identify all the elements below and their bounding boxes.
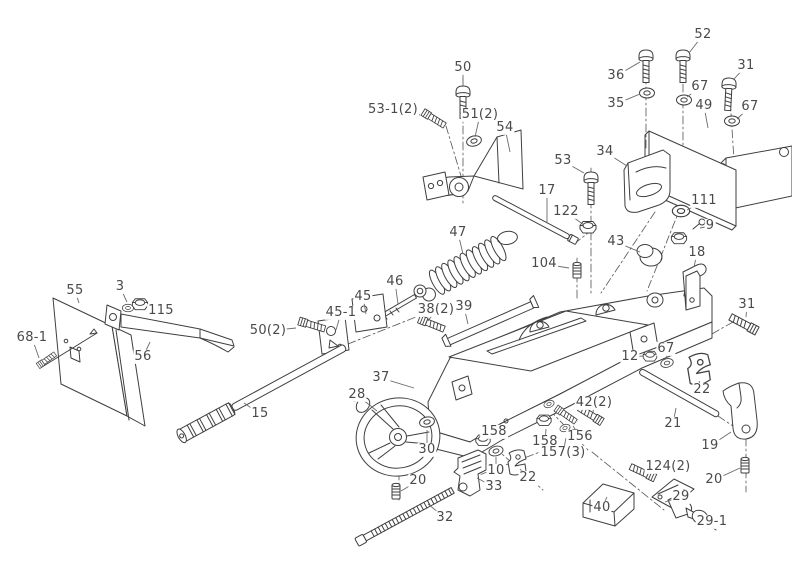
part-callout-53-1(2): 53-1(2) <box>366 101 420 118</box>
lever19-art <box>722 382 758 440</box>
part-callout-122: 122 <box>552 203 580 220</box>
part-callout-56: 56 <box>133 348 153 365</box>
part-callout-46: 46 <box>385 273 405 290</box>
bracket18-art <box>682 263 707 311</box>
part-callout-10: 10 <box>486 462 506 479</box>
part-callout-12: 12 <box>620 348 640 365</box>
spring47-art <box>421 230 518 302</box>
part-callout-43: 43 <box>606 233 626 250</box>
part-callout-34: 34 <box>595 143 615 160</box>
part-callout-30: 30 <box>417 441 437 458</box>
part-callout-15: 15 <box>250 405 270 422</box>
part-callout-37: 37 <box>371 369 391 386</box>
part-callout-36: 36 <box>606 67 626 84</box>
part-callout-38(2): 38(2) <box>416 301 456 318</box>
part-callout-33: 33 <box>484 478 504 495</box>
part-callout-158: 158 <box>480 423 508 440</box>
part-callout-20: 20 <box>704 471 724 488</box>
part-callout-156: 156 <box>566 428 594 445</box>
part-callout-42(2): 42(2) <box>574 394 614 411</box>
part-callout-54: 54 <box>495 119 515 136</box>
block33-art <box>453 449 487 497</box>
rod17-art <box>492 195 579 245</box>
part-callout-19: 19 <box>700 437 720 454</box>
part-callout-50(2): 50(2) <box>248 322 288 339</box>
part-callout-29-1: 29-1 <box>695 513 729 530</box>
part-callout-158: 158 <box>531 433 559 450</box>
part-callout-22: 22 <box>692 381 712 398</box>
part-callout-17: 17 <box>537 182 557 199</box>
part-callout-50: 50 <box>453 59 473 76</box>
rod15-art <box>176 344 347 444</box>
part-callout-111: 111 <box>690 192 718 209</box>
part-callout-31: 31 <box>737 296 757 313</box>
part-callout-20: 20 <box>408 472 428 489</box>
part-callout-18: 18 <box>687 244 707 261</box>
bracket34-art <box>623 149 671 213</box>
part-callout-22: 22 <box>518 469 538 486</box>
part-callout-157(3): 157(3) <box>539 444 587 461</box>
part-callout-67: 67 <box>690 78 710 95</box>
part-callout-29: 29 <box>671 488 691 505</box>
part-callout-39: 39 <box>454 298 474 315</box>
part-callout-47: 47 <box>448 224 468 241</box>
part-callout-9: 9 <box>704 217 716 234</box>
part-callout-67: 67 <box>656 340 676 357</box>
part-callout-45-1: 45-1 <box>324 304 358 321</box>
part-callout-3: 3 <box>114 278 126 295</box>
part-callout-40: 40 <box>592 499 612 516</box>
part-callout-28: 28 <box>347 386 367 403</box>
leader-line <box>505 131 511 153</box>
part-callout-115: 115 <box>147 302 175 319</box>
guard54-art <box>422 129 524 201</box>
part-callout-104: 104 <box>530 255 558 272</box>
leadscrew32-art <box>354 487 455 547</box>
part-callout-21: 21 <box>663 415 683 432</box>
part-callout-52: 52 <box>693 26 713 43</box>
part-callout-53: 53 <box>553 152 573 169</box>
part-callout-67: 67 <box>740 98 760 115</box>
bar39-art <box>441 295 540 347</box>
part-callout-31: 31 <box>736 57 756 74</box>
part-callout-124(2): 124(2) <box>644 458 692 475</box>
part-callout-32: 32 <box>435 509 455 526</box>
part-callout-68-1: 68-1 <box>15 329 49 346</box>
panel55-art <box>41 297 146 427</box>
rod21-art <box>639 368 720 418</box>
arm56-art <box>120 313 235 353</box>
part-callout-51(2): 51(2) <box>460 106 500 123</box>
part-callout-49: 49 <box>694 97 714 114</box>
part-callout-35: 35 <box>606 95 626 112</box>
part-callout-55: 55 <box>65 282 85 299</box>
part-callout-45: 45 <box>353 288 373 305</box>
